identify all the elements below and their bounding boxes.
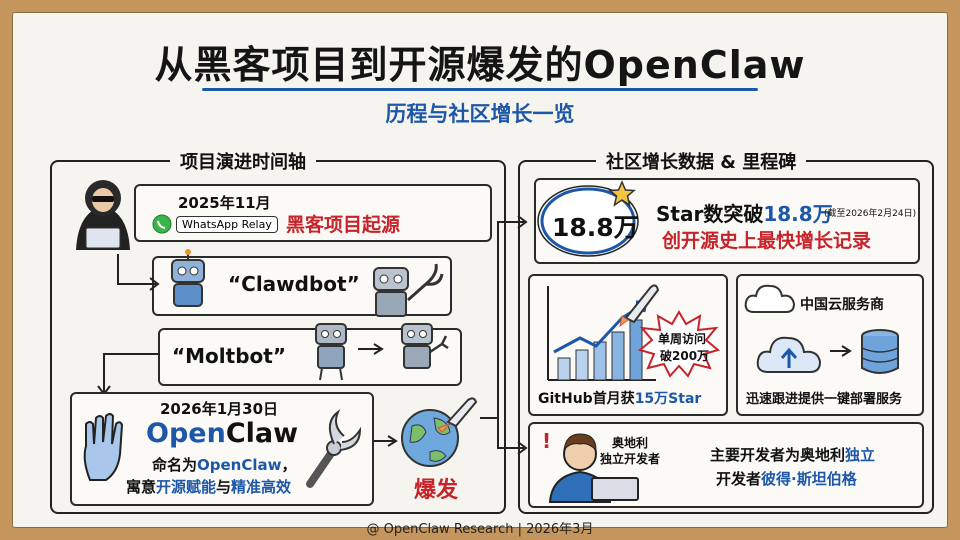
- community-heading: 社区增长数据 & 里程碑: [596, 148, 807, 174]
- github-caption: GitHub首月获15万Star: [538, 391, 702, 407]
- cloud-arrow-icon: [830, 345, 852, 357]
- claw-icon: [306, 409, 362, 488]
- developer-line1: 主要开发者为奥地利独立: [710, 446, 876, 464]
- moltbot-arrow-icon: [358, 343, 384, 355]
- svg-text:!: !: [542, 429, 551, 453]
- hacker-icon: [76, 180, 130, 250]
- globe-rocket-icon: [401, 397, 478, 467]
- openclaw-desc-line2: 寓意开源赋能与精准高效: [126, 478, 292, 496]
- page-title: 从黑客项目到开源爆发的OpenClaw: [154, 43, 806, 87]
- title-underline: [202, 88, 758, 91]
- hand-wave-icon: [83, 413, 124, 481]
- moltbot-name: “Moltbot”: [172, 344, 286, 368]
- openclaw-name: OpenClaw: [146, 418, 298, 449]
- burst-label: 爆发: [414, 478, 459, 503]
- moltbot-robot-1-icon: [315, 323, 347, 381]
- clawdbot-claw-robot-icon: [373, 263, 444, 317]
- stars-record: 创开源史上最快增长记录: [662, 230, 872, 252]
- page-subtitle: 历程与社区增长一览: [385, 102, 575, 126]
- openclaw-name-part1: Open: [146, 418, 226, 449]
- clawdbot-name: “Clawdbot”: [228, 272, 360, 296]
- developer-icon: !: [542, 429, 639, 503]
- footer-credit: @ OpenClaw Research | 2026年3月: [366, 522, 594, 537]
- openclaw-date: 2026年1月30日: [160, 400, 279, 418]
- timeline-flow-arrows: [97, 254, 160, 396]
- origin-date: 2025年11月: [178, 194, 271, 212]
- openclaw-desc-line1: 命名为OpenClaw，: [152, 456, 297, 474]
- openclaw-name-part2: Claw: [225, 418, 299, 449]
- cloud-icon: [744, 284, 796, 313]
- timeline-heading: 项目演进时间轴: [170, 148, 316, 174]
- whatsapp-icon: [152, 214, 172, 234]
- server-icon: [861, 329, 899, 374]
- visits-line2: 破200万: [660, 349, 710, 363]
- developer-line2: 开发者彼得·斯坦伯格: [716, 470, 857, 488]
- developer-tag-line1: 奥地利: [612, 436, 649, 450]
- origin-tag: WhatsApp Relay: [176, 216, 278, 233]
- burst-connector-arrows: [480, 215, 528, 455]
- developer-card: [528, 422, 924, 508]
- visits-burst-shape: [637, 310, 721, 378]
- developer-tag-line2: 独立开发者: [600, 452, 661, 466]
- cloud-title: 中国云服务商: [800, 297, 884, 313]
- whiteboard: 从黑客项目到开源爆发的OpenClaw 历程与社区增长一览 项目演进时间轴 20…: [12, 12, 948, 537]
- stars-note: (截至2026年2月24日): [824, 209, 917, 219]
- stars-badge-ring: [537, 185, 639, 257]
- stars-headline: Star数突破18.8万: [656, 202, 833, 226]
- cloud-upload-icon: [756, 336, 822, 373]
- to-burst-arrow: [374, 435, 398, 447]
- star-icon: [608, 180, 636, 207]
- github-rocket-icon: [619, 284, 660, 328]
- growth-chart-icon: [547, 286, 656, 381]
- clawdbot-robot-icon: [171, 249, 205, 307]
- stars-badge-value: 18.8万: [552, 213, 639, 242]
- visits-line1: 单周访问: [658, 332, 707, 346]
- cloud-caption: 迅速跟进提供一键部署服务: [746, 392, 903, 407]
- origin-label: 黑客项目起源: [286, 214, 401, 236]
- moltbot-robot-2-icon: [401, 323, 449, 369]
- github-card: [528, 274, 728, 416]
